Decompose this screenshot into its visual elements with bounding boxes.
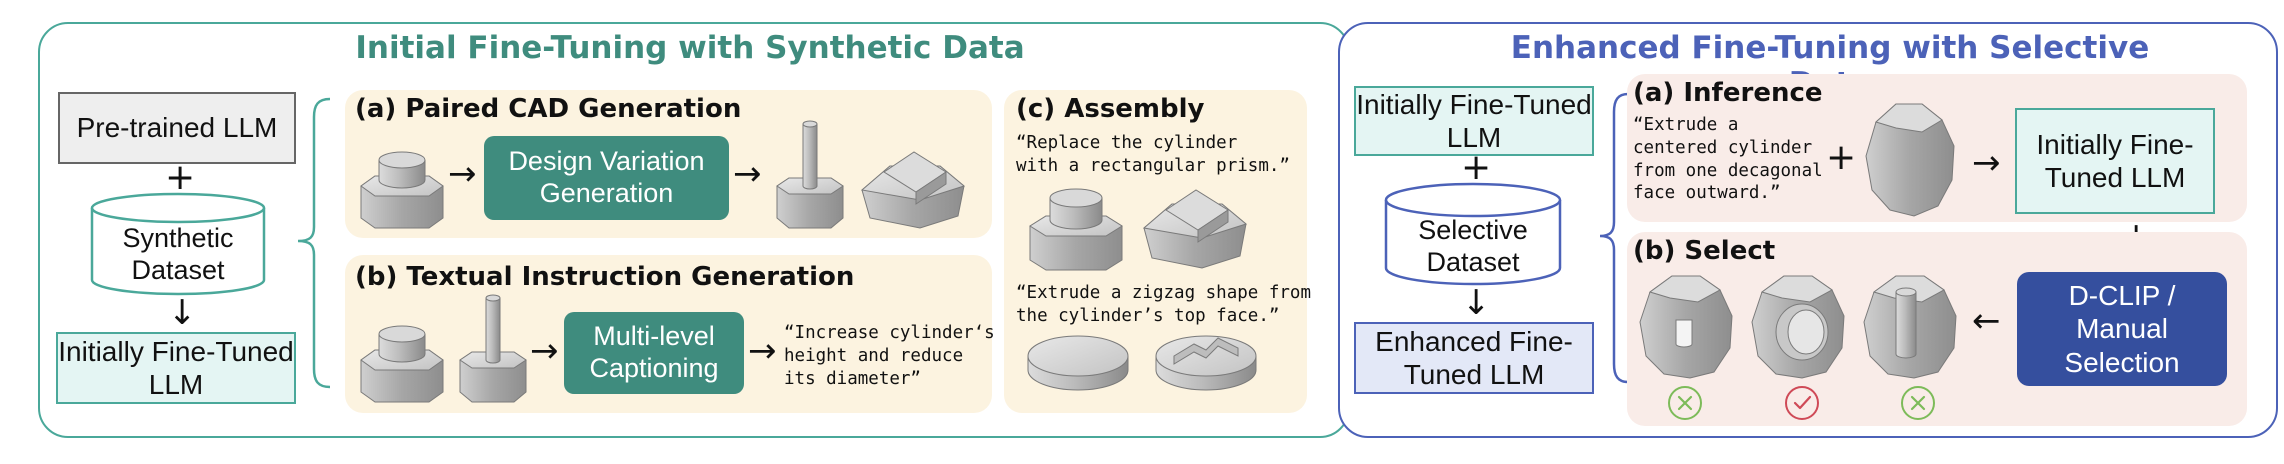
cad-hex-tall-cylinder-icon <box>459 294 527 403</box>
initial-llm-box: Initially Fine-Tuned LLM <box>1354 86 1594 156</box>
cad-prism-icon <box>860 151 966 229</box>
cad-candidate-3-icon <box>1863 275 1957 379</box>
cad-disc-zigzag-icon <box>1155 335 1257 391</box>
inference-caption-text: “Extrude a centered cylinder from one de… <box>1633 115 1823 204</box>
paired-cad-generation-title: (a) Paired CAD Generation <box>355 94 742 124</box>
cad-hex-cylinder-icon <box>360 325 444 403</box>
left-arrow-icon: ← <box>1972 301 2001 341</box>
cad-hex-tall-cylinder-icon <box>776 120 844 229</box>
selective-panel-title: Enhanced Fine-Tuning with Selective Data <box>1510 30 2150 102</box>
plus-icon: + <box>1826 137 1857 178</box>
synthetic-dataset-cylinder <box>90 192 266 296</box>
synthetic-dataset-label: Synthetic Dataset <box>122 223 234 286</box>
textual-instruction-generation-title: (b) Textual Instruction Generation <box>355 262 855 292</box>
right-arrow-icon: → <box>748 331 777 371</box>
x-icon <box>1901 386 1935 420</box>
down-arrow-icon: ↓ <box>1462 283 1491 323</box>
plus-icon: + <box>165 157 196 198</box>
selective-dataset-label: Selective Dataset <box>1418 215 1528 278</box>
plus-icon: + <box>1461 147 1492 188</box>
design-variation-generation-box: Design Variation Generation <box>484 136 729 220</box>
cad-candidate-1-icon <box>1639 275 1733 379</box>
pretrained-llm-box: Pre-trained LLM <box>58 92 296 164</box>
select-title: (b) Select <box>1633 236 1776 266</box>
right-arrow-icon: → <box>733 154 762 194</box>
group-bracket <box>297 97 331 389</box>
cad-hex-cylinder-icon <box>360 151 444 229</box>
assembly-caption-1: “Replace the cylinder with a rectangular… <box>1016 133 1290 176</box>
cad-decagon-icon <box>1865 103 1955 217</box>
cad-prism-icon <box>1142 189 1248 269</box>
x-icon <box>1668 386 1702 420</box>
cad-disc-icon <box>1027 335 1129 391</box>
right-arrow-icon: → <box>530 331 559 371</box>
check-icon <box>1785 386 1819 420</box>
selective-dataset-cylinder <box>1384 182 1562 286</box>
inference-llm-box: Initially Fine-Tuned LLM <box>2015 108 2215 214</box>
d-clip-selection-box: D-CLIP / Manual Selection <box>2017 272 2227 386</box>
down-arrow-icon: ↓ <box>168 293 197 333</box>
enhanced-llm-box: Enhanced Fine-Tuned LLM <box>1354 322 1594 394</box>
inference-title: (a) Inference <box>1633 78 1823 108</box>
right-arrow-icon: → <box>1972 143 2001 183</box>
assembly-title: (c) Assembly <box>1016 94 1205 124</box>
group-bracket <box>1599 92 1629 384</box>
cad-hex-cylinder-icon <box>1029 188 1123 271</box>
instruction-caption-text: “Increase cylinder‘s height and reduce i… <box>784 323 995 389</box>
multi-level-captioning-box: Multi-level Captioning <box>564 312 744 394</box>
cad-candidate-2-icon <box>1751 275 1845 379</box>
initial-llm-box: Initially Fine-Tuned LLM <box>56 332 296 404</box>
assembly-caption-2: “Extrude a zigzag shape from the cylinde… <box>1016 283 1312 326</box>
right-arrow-icon: → <box>448 154 477 194</box>
synthetic-panel-title: Initial Fine-Tuning with Synthetic Data <box>355 30 1025 66</box>
